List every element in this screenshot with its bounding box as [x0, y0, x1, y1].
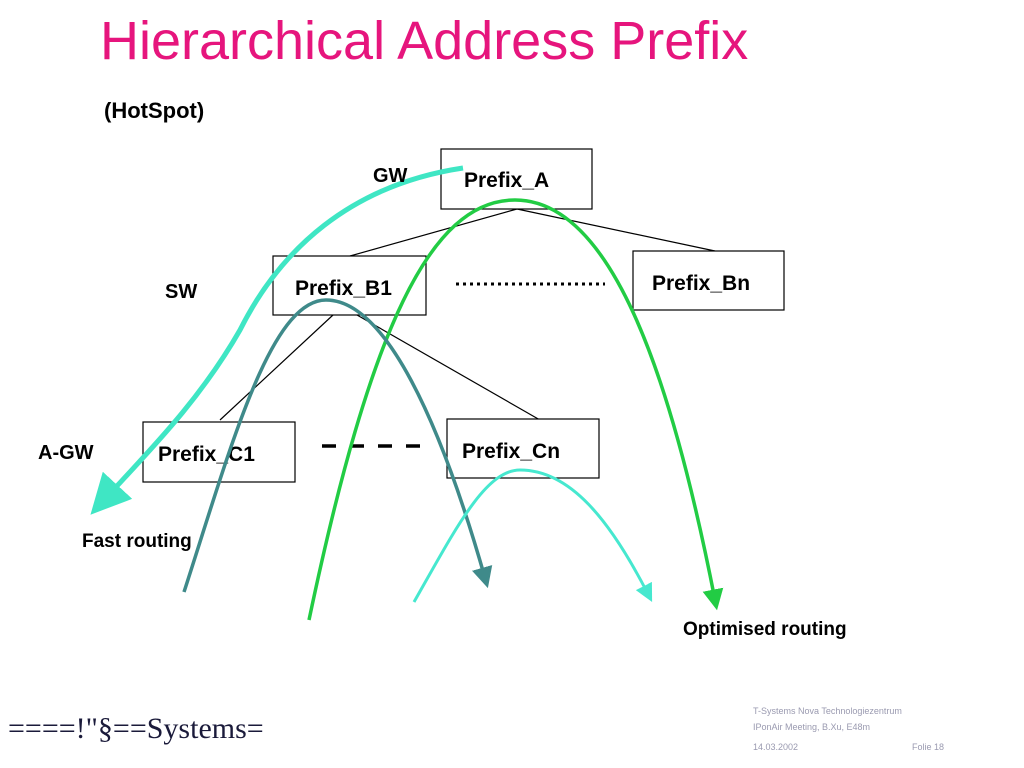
caption-fast-routing: Fast routing — [82, 531, 192, 552]
node-prefix-cn: Prefix_Cn — [446, 418, 600, 479]
footer-meeting: IPonAir Meeting, B.Xu, E48m — [753, 722, 871, 732]
edge-b1-cn — [356, 314, 541, 421]
level-label-gw: GW — [373, 165, 408, 187]
footer-date: 14.03.2002 — [753, 742, 799, 752]
slide-subtitle: (HotSpot) — [104, 98, 205, 123]
b1-routing-arc — [182, 298, 493, 593]
fast-routing-arrow — [90, 165, 464, 515]
node-prefix-b1-label: Prefix_B1 — [295, 277, 392, 300]
optimised-routing-arrow — [307, 198, 724, 621]
company-logo: ====!"§==Systems= — [8, 712, 264, 745]
edge-a-bn — [516, 208, 716, 252]
edge-b1-c1 — [219, 314, 334, 421]
node-prefix-a-label: Prefix_A — [464, 169, 549, 192]
slide-title: Hierarchical Address Prefix — [100, 11, 749, 71]
caption-optimised-routing: Optimised routing — [683, 619, 847, 640]
level-label-agw: A-GW — [38, 442, 94, 464]
node-prefix-bn-label: Prefix_Bn — [652, 272, 750, 295]
level-label-sw: SW — [165, 281, 197, 303]
edge-a-b1 — [349, 208, 518, 257]
node-prefix-bn: Prefix_Bn — [632, 250, 785, 311]
cn-routing-arc — [412, 468, 653, 603]
footer-org: T-Systems Nova Technologiezentrum — [753, 706, 902, 716]
node-prefix-c1-label: Prefix_C1 — [158, 443, 255, 466]
footer-slide-number: Folie 18 — [912, 742, 945, 752]
node-prefix-cn-label: Prefix_Cn — [462, 440, 560, 463]
